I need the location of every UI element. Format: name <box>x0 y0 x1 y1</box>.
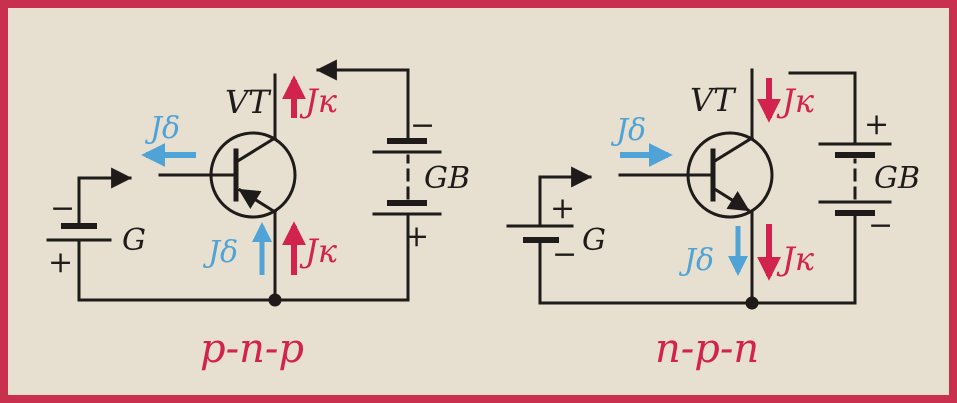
npn-title: n-p-n <box>655 326 759 372</box>
npn-battery-label: GB <box>874 161 920 196</box>
npn-battery-bottom-sign: − <box>868 208 893 243</box>
pnp-base-current-label: Jδ <box>144 111 180 146</box>
npn-circuit <box>506 68 892 310</box>
npn-battery-top-sign: + <box>864 107 889 142</box>
npn-junction-dot <box>745 296 759 310</box>
npn-generator-top-sign: + <box>550 191 575 226</box>
pnp-collector-current-top-label: Jк <box>299 82 338 120</box>
npn-generator-bottom-sign: − <box>552 237 577 272</box>
npn-base-current-label: Jδ <box>610 113 646 148</box>
npn-emitter-base-current-label: Jδ <box>678 243 714 278</box>
pnp-generator-bottom-sign: + <box>48 245 73 280</box>
pnp-battery-top-sign: − <box>410 108 435 143</box>
npn-generator-label: G <box>582 223 606 258</box>
pnp-collector-current-bottom-label: Jк <box>299 232 338 270</box>
pnp-title: p-n-p <box>200 326 304 372</box>
npn-transistor-label: VT <box>690 81 737 119</box>
pnp-transistor-label: VT <box>225 83 272 121</box>
pnp-generator-label: G <box>122 223 146 258</box>
pnp-junction-dot <box>268 293 282 307</box>
pnp-battery-bottom-sign: + <box>404 219 429 254</box>
pnp-battery-label: GB <box>424 161 470 196</box>
npn-collector-current-bottom-label: Jк <box>776 240 815 278</box>
pnp-circuit <box>46 59 442 307</box>
pnp-emitter-base-current-label: Jδ <box>202 235 238 270</box>
npn-collector-current-top-label: Jк <box>776 82 815 120</box>
pnp-generator-top-sign: − <box>50 191 75 226</box>
paper-panel <box>8 8 949 395</box>
